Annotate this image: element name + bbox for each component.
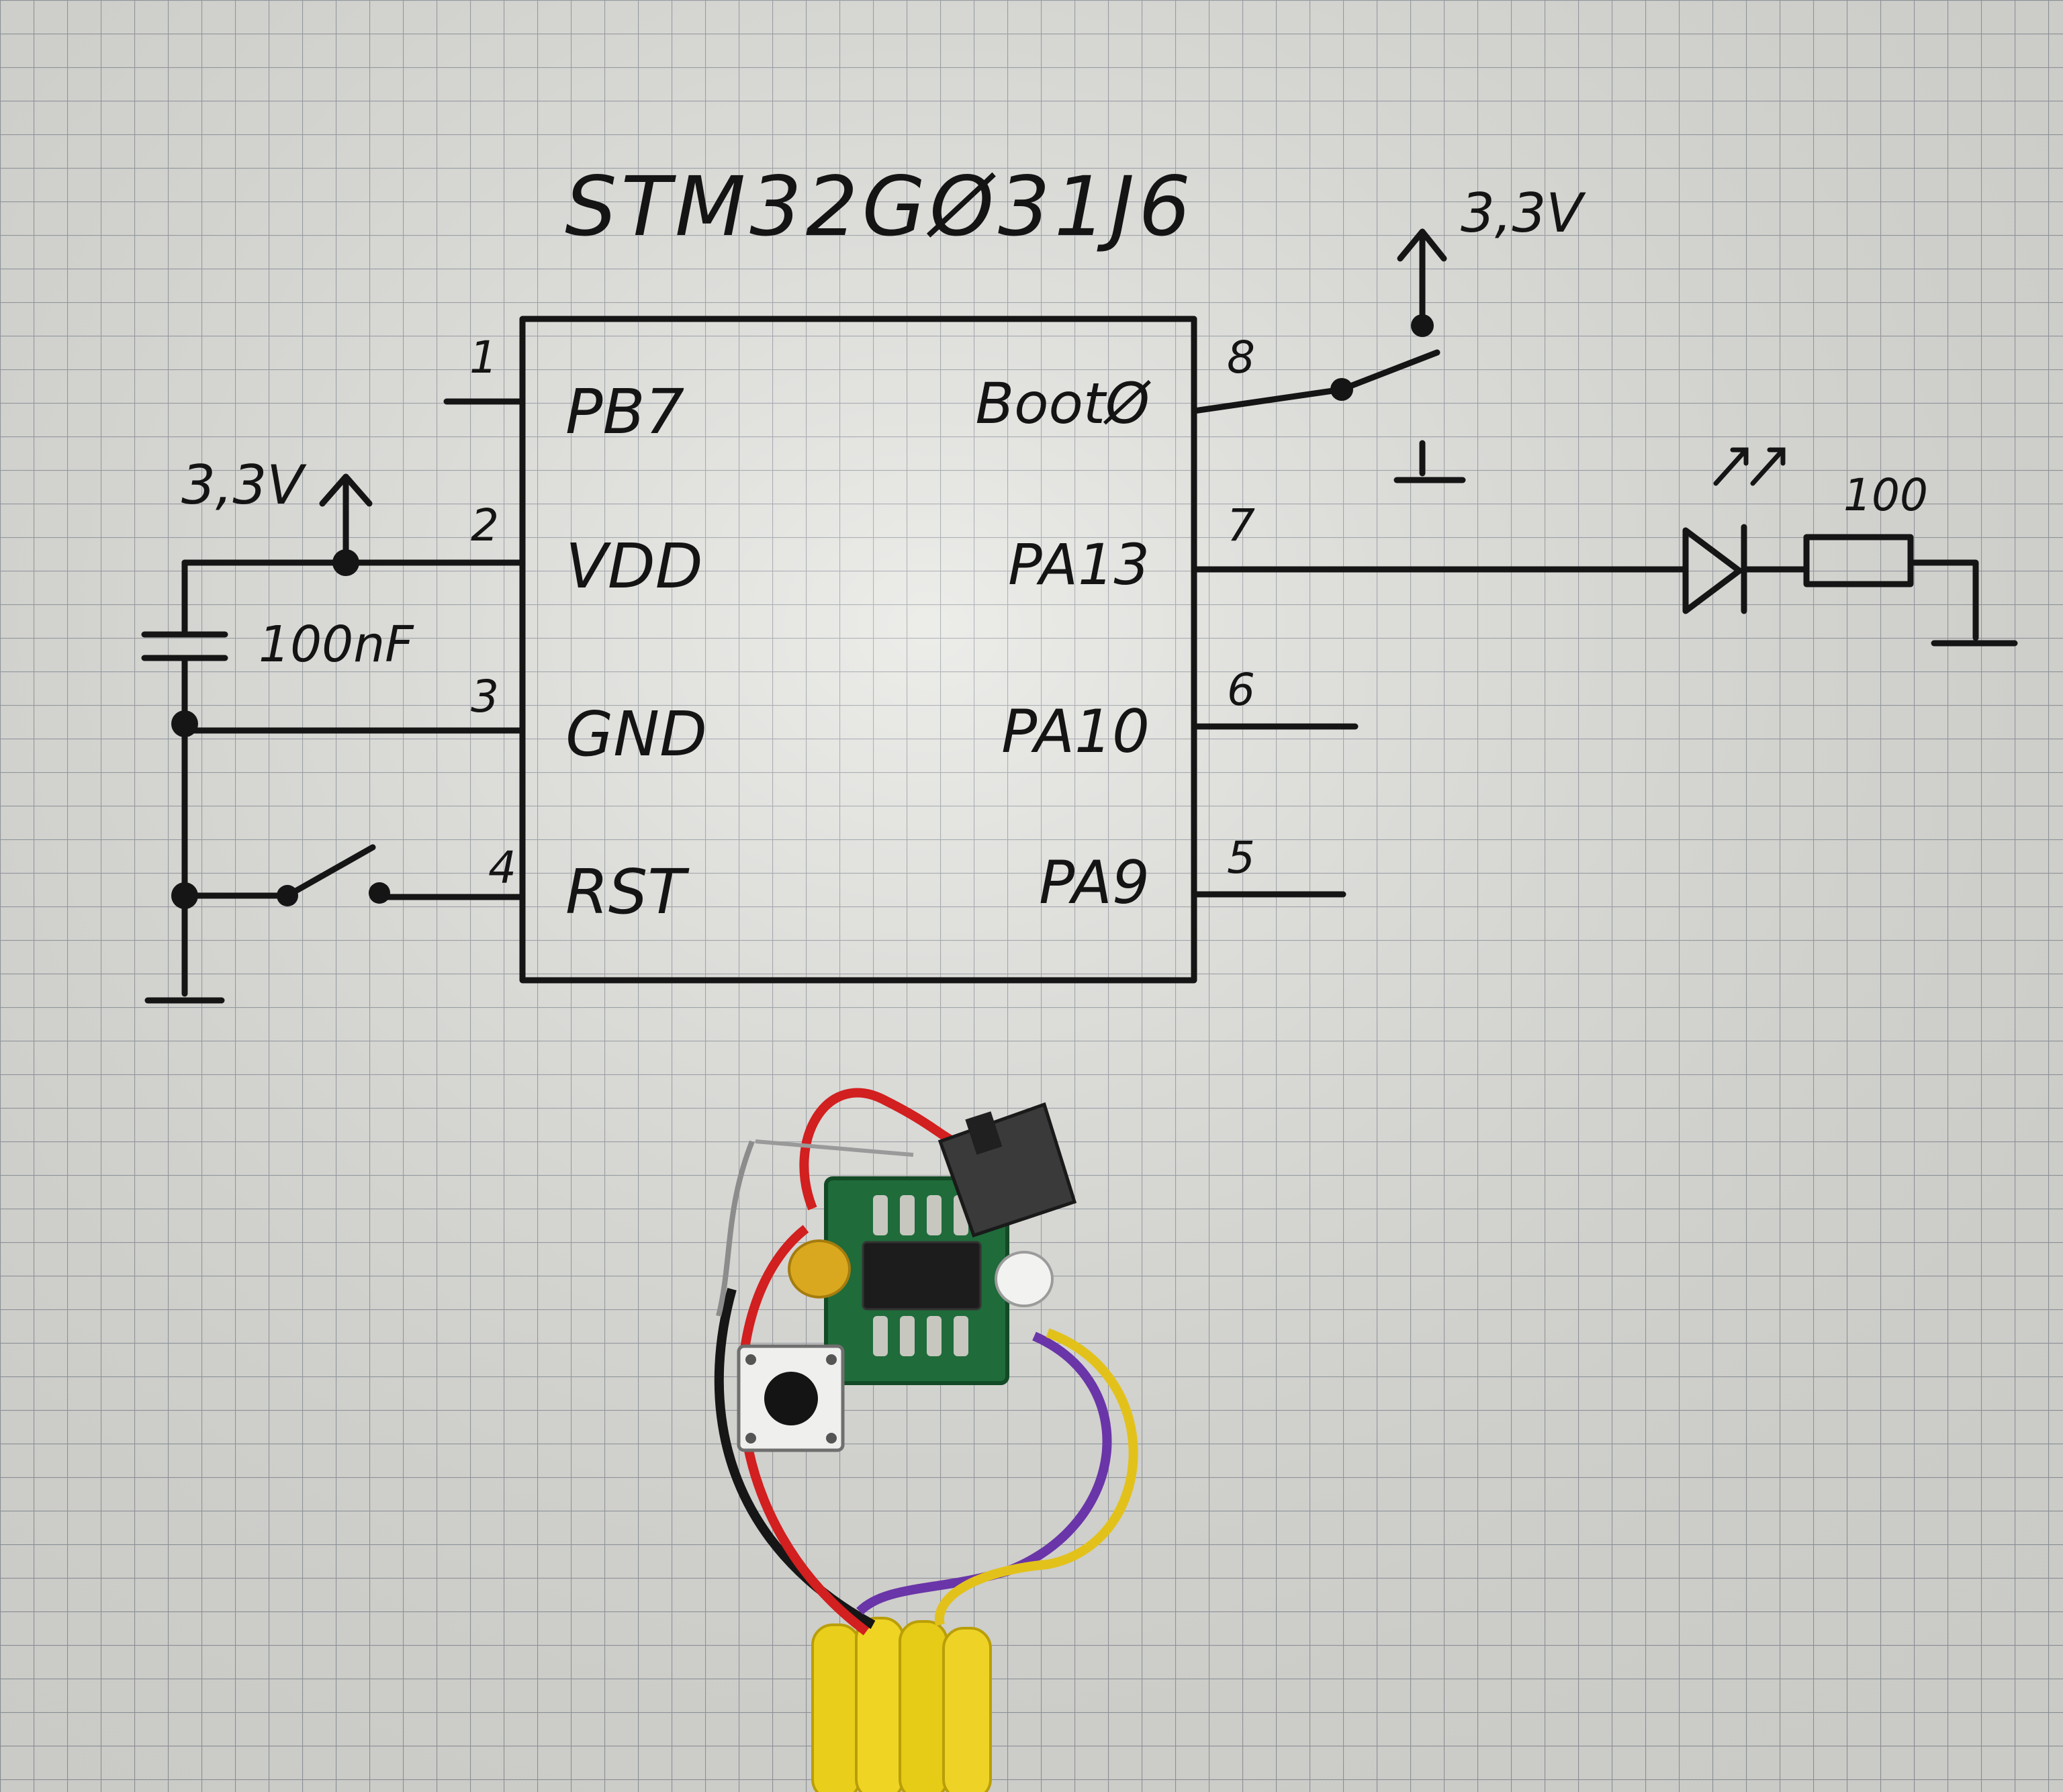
purple-wire	[856, 1331, 1112, 1615]
yellow-wire	[934, 1328, 1138, 1626]
yellow-tubes	[811, 1617, 992, 1792]
mcu-package	[862, 1241, 982, 1311]
vdd-junction	[332, 549, 359, 576]
push-button	[737, 1344, 845, 1452]
led-triangle	[1682, 527, 1743, 614]
chip-body	[519, 316, 1197, 984]
slide-switch	[937, 1102, 1077, 1238]
pin-8-number: 8	[1227, 332, 1255, 383]
resistor-to-ground	[1907, 559, 1979, 641]
pin-4-number: 4	[488, 842, 516, 894]
red-wire-upper	[799, 1088, 956, 1211]
assembled-board-photo	[714, 1088, 1138, 1792]
pin-8-lead	[1191, 387, 1336, 414]
pin-5-number: 5	[1227, 832, 1255, 884]
pin-8-label: BootØ	[976, 371, 1151, 436]
pin-7-label: PA13	[1008, 532, 1150, 598]
resistor-value: 100	[1843, 469, 1928, 521]
pin-5-label: PA9	[1039, 848, 1150, 917]
led-ray-1	[1713, 447, 1749, 486]
pin-1-number: 1	[469, 332, 498, 383]
led-ray-2	[1750, 447, 1786, 486]
left-pins: 1 2 3 4 PB7 VDD GND RST	[181, 332, 707, 928]
pin-3-label: GND	[565, 698, 707, 770]
capacitor-value: 100nF	[259, 616, 414, 673]
led-component	[995, 1251, 1054, 1307]
right-pins: 8 7 6 5 BootØ PA13 PA10 PA9	[976, 332, 1689, 917]
pin-6-label: PA10	[1001, 697, 1150, 766]
supply-right-label: 3,3V	[1461, 182, 1586, 244]
chip-name: STM32GØ31J6	[565, 159, 1195, 254]
bare-wire-top	[755, 1139, 914, 1157]
pin-7-number: 7	[1227, 500, 1255, 551]
pin-6-number: 6	[1227, 664, 1255, 716]
pin-3-number: 3	[471, 671, 499, 722]
rst-switch-contact-b	[369, 882, 390, 904]
rst-switch-lever	[284, 844, 376, 899]
boot-switch: 3,3V	[1330, 182, 1586, 483]
led-ray-2-head	[1767, 447, 1786, 466]
ceramic-capacitor	[788, 1239, 851, 1299]
led-circuit: 100	[1682, 447, 2018, 647]
pin-4-label: RST	[565, 856, 690, 928]
pin-2-number: 2	[471, 500, 499, 551]
gnd-junction	[171, 710, 198, 737]
led-ray-1-head	[1730, 447, 1749, 466]
supply-left-label: 3,3V	[181, 454, 307, 516]
pin-2-label: VDD	[565, 530, 703, 602]
vdd-arrow-head	[319, 473, 373, 507]
pin-1-label: PB7	[565, 376, 684, 448]
bare-wire	[716, 1140, 755, 1317]
left-power-network: 3,3V 100nF	[141, 454, 414, 1004]
boot-switch-lever	[1338, 349, 1440, 393]
boot-vdd-arrow-head	[1397, 228, 1447, 262]
